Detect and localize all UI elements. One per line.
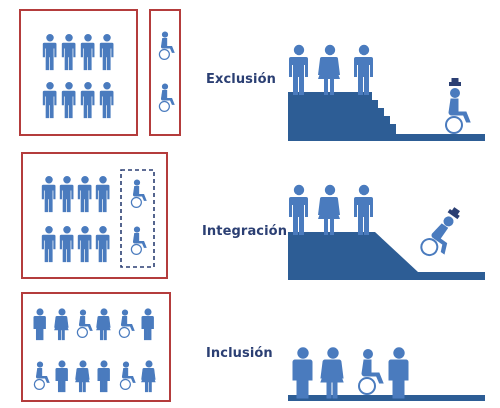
person-icon (77, 226, 92, 263)
woman-icon (96, 308, 111, 341)
wheelchair-user-icon (130, 179, 147, 209)
person-icon (77, 176, 92, 213)
woman-icon (54, 308, 69, 341)
person-icon (33, 308, 46, 341)
exclusion-scene (288, 44, 485, 141)
person-icon (61, 34, 76, 71)
person-icon (95, 226, 110, 263)
integration-people-group (41, 176, 110, 263)
person-icon (55, 360, 68, 393)
exclusion-wheelchair-group (158, 31, 175, 112)
man-figure (292, 347, 313, 399)
flat-ground (288, 395, 485, 401)
woman-icon (75, 360, 90, 393)
woman-icon (141, 360, 156, 393)
person-icon (42, 82, 57, 119)
woman-figure (318, 44, 340, 95)
man-figure (388, 347, 409, 399)
wheelchair-user-icon (76, 309, 93, 339)
integration-outer-frame (21, 152, 168, 279)
man-figure (289, 44, 308, 95)
wheelchair-user-outside (445, 78, 471, 134)
person-icon (80, 82, 95, 119)
man-figure (354, 184, 373, 235)
person-icon (99, 82, 114, 119)
person-icon (41, 226, 56, 263)
person-icon (141, 308, 154, 341)
exclusion-panels (19, 9, 181, 136)
exclusion-people-frame (19, 9, 138, 136)
wheelchair-user-icon (158, 31, 175, 61)
exclusion-people-group (42, 34, 114, 119)
exclusion-label: Exclusión (206, 72, 276, 87)
person-icon (95, 176, 110, 213)
integration-dashed-frame (120, 169, 155, 268)
inclusion-mixed-group (33, 308, 156, 393)
wheelchair-user-icon (33, 361, 50, 391)
wheelchair-user-icon (119, 361, 136, 391)
wheelchair-user-icon (118, 309, 135, 339)
wheelchair-user-icon (130, 226, 147, 256)
wheelchair-user-figure (358, 348, 384, 395)
hat-icon (447, 208, 460, 220)
wheelchair-user-icon (158, 83, 175, 112)
wheelchair-user-ramp (417, 207, 465, 264)
man-figure (289, 184, 308, 235)
person-icon (41, 176, 56, 213)
person-icon (99, 34, 114, 71)
inclusion-panels (21, 292, 171, 402)
inclusion-frame (21, 292, 171, 402)
inclusion-label: Inclusión (206, 346, 273, 361)
person-icon (97, 360, 110, 393)
integration-label: Integración (202, 224, 288, 239)
hat-icon (449, 82, 461, 86)
woman-figure (318, 184, 340, 235)
person-icon (61, 82, 76, 119)
person-icon (80, 34, 95, 71)
woman-figure (320, 347, 344, 399)
man-figure (354, 44, 373, 95)
exclusion-wheelchair-frame (149, 9, 181, 136)
person-icon (59, 176, 74, 213)
person-icon (42, 34, 57, 71)
stairs (288, 92, 485, 141)
inclusion-scene (288, 347, 485, 401)
integration-wheelchair-group (130, 179, 147, 256)
ramp (288, 232, 485, 280)
person-icon (59, 226, 74, 263)
integration-panels (21, 152, 168, 279)
integration-scene (288, 184, 485, 280)
